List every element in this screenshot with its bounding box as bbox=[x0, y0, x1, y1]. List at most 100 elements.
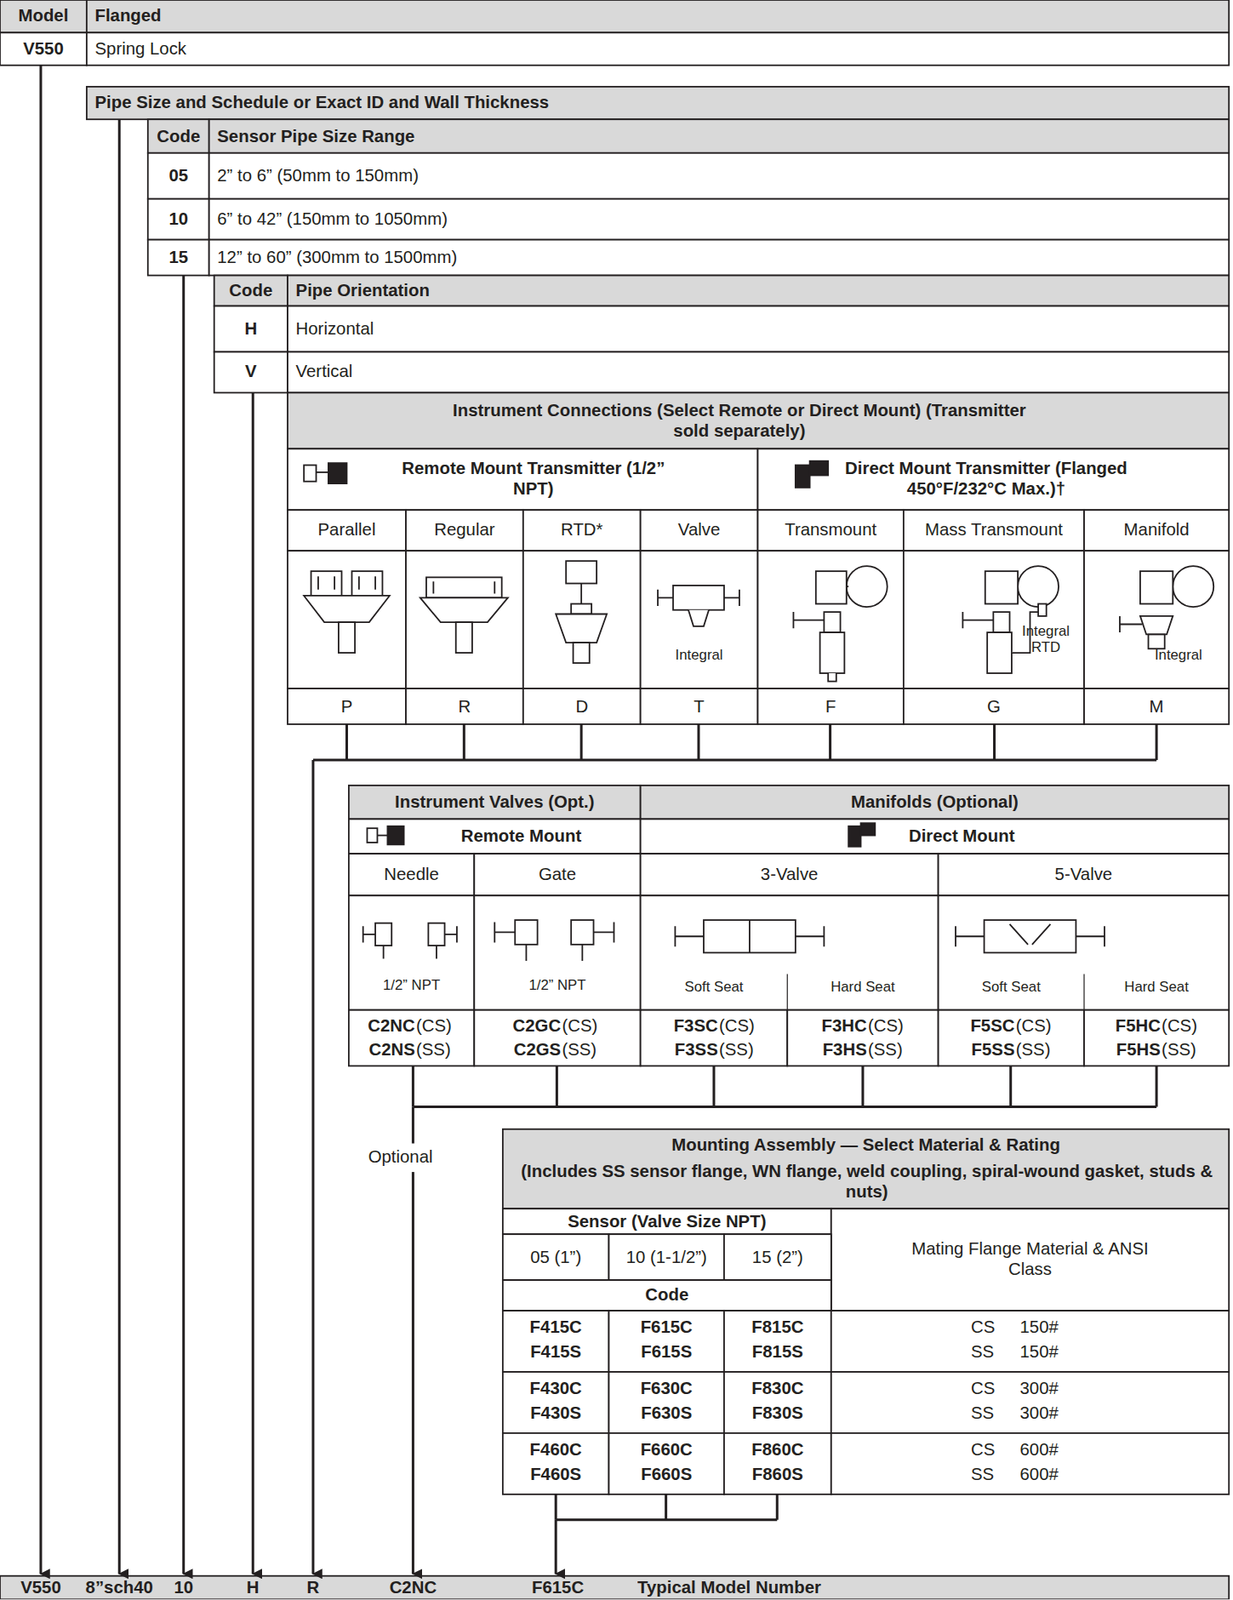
table-cell bbox=[640, 1010, 788, 1067]
instrument-icon bbox=[962, 611, 994, 628]
table-text: Optional bbox=[361, 1143, 439, 1173]
table-text: F3HS bbox=[803, 1038, 867, 1062]
table-text: H bbox=[214, 306, 288, 353]
table-text: 12” to 60” (300mm to 1500mm) bbox=[209, 239, 1230, 276]
table-text: 3-Valve bbox=[640, 853, 939, 896]
instrument-icon bbox=[433, 581, 495, 594]
table-text: (SS) bbox=[1161, 1038, 1209, 1062]
table-text: Pipe Orientation bbox=[287, 275, 1229, 307]
table-text: C2NC bbox=[366, 1575, 459, 1600]
table-text: (CS) bbox=[561, 1013, 609, 1038]
table-text: Remote Mount bbox=[407, 820, 634, 853]
table-text: Spring Lock bbox=[86, 32, 1229, 65]
table-text: CS bbox=[970, 1315, 1017, 1340]
table-text: 2” to 6” (50mm to 150mm) bbox=[209, 153, 1230, 200]
table-cell bbox=[831, 1310, 1229, 1372]
table-cell bbox=[724, 1432, 832, 1495]
table-cell bbox=[502, 1129, 1229, 1209]
table-cell bbox=[757, 550, 903, 689]
instrument-icon bbox=[795, 465, 811, 488]
instrument-icon bbox=[363, 925, 376, 942]
table-text: Vertical bbox=[287, 351, 1229, 393]
table-cell bbox=[757, 448, 1229, 510]
table-text: F630S bbox=[609, 1401, 725, 1426]
instrument-icon bbox=[987, 632, 1012, 674]
table-text: Direct Mount Transmitter (Flanged 450°F/… bbox=[838, 450, 1135, 510]
table-cell bbox=[724, 1233, 832, 1280]
table-cell bbox=[502, 1208, 832, 1234]
table-cell bbox=[787, 1010, 938, 1067]
instrument-icon bbox=[1148, 633, 1165, 649]
table-cell bbox=[640, 895, 939, 1010]
table-text: Horizontal bbox=[287, 306, 1229, 353]
table-cell bbox=[831, 1371, 1229, 1433]
table-text: 10 (1-1/2”) bbox=[609, 1233, 725, 1280]
table-cell bbox=[903, 509, 1085, 551]
instrument-icon bbox=[570, 604, 592, 615]
table-text: (CS) bbox=[1016, 1013, 1063, 1038]
table-text: Soft Seat bbox=[938, 974, 1085, 999]
table-cell bbox=[757, 688, 903, 725]
table-text: C2NS bbox=[351, 1038, 415, 1062]
table-text: (CS) bbox=[1161, 1013, 1209, 1038]
table-cell bbox=[1084, 1010, 1229, 1067]
tree-line bbox=[555, 1494, 777, 1520]
table-text: F3SC bbox=[654, 1013, 718, 1038]
table-text: Model bbox=[0, 0, 87, 33]
instrument-icon bbox=[351, 570, 383, 596]
instrument-icon bbox=[846, 565, 888, 607]
table-text: Mounting Assembly — Select Material & Ra… bbox=[502, 1131, 1229, 1159]
table-cell bbox=[148, 239, 210, 276]
table-cell bbox=[214, 306, 288, 353]
table-cell bbox=[502, 1432, 610, 1495]
instrument-icon bbox=[573, 642, 590, 663]
table-text: Mass Transmount bbox=[903, 509, 1085, 551]
instrument-icon bbox=[955, 924, 1105, 947]
table-cell bbox=[502, 1279, 832, 1311]
table-text: (SS) bbox=[719, 1038, 766, 1062]
table-text: 15 bbox=[148, 239, 210, 276]
table-cell bbox=[0, 32, 87, 65]
table-text: F430S bbox=[502, 1401, 610, 1426]
table-text: Remote Mount Transmitter (1/2” NPT) bbox=[395, 450, 672, 510]
tree-line bbox=[411, 1106, 415, 1574]
instrument-icon bbox=[820, 632, 845, 674]
instrument-icon bbox=[456, 622, 473, 653]
tree-line bbox=[412, 1065, 1157, 1107]
instrument-icon bbox=[316, 471, 329, 474]
table-text: P bbox=[287, 688, 406, 725]
table-cell bbox=[348, 1010, 474, 1067]
table-text: F3HC bbox=[803, 1013, 867, 1038]
table-text: F615C bbox=[512, 1575, 605, 1600]
instrument-icon bbox=[657, 589, 740, 627]
table-cell bbox=[609, 1310, 725, 1372]
table-text: Soft Seat bbox=[640, 974, 788, 999]
table-text: F815S bbox=[724, 1340, 832, 1365]
table-cell bbox=[148, 199, 210, 240]
table-text: SS bbox=[970, 1340, 1017, 1365]
table-text: 1/2” NPT bbox=[348, 971, 474, 997]
instrument-icon bbox=[303, 595, 390, 623]
table-text: Mating Flange Material & ANSI Class bbox=[897, 1209, 1164, 1309]
table-cell bbox=[287, 275, 1229, 307]
table-cell bbox=[502, 1371, 610, 1433]
table-text: F815C bbox=[724, 1315, 832, 1340]
instrument-icon bbox=[514, 919, 537, 945]
instrument-icon bbox=[580, 583, 583, 605]
instrument-icon bbox=[426, 576, 503, 598]
table-cell bbox=[287, 392, 1229, 449]
instrument-icon bbox=[375, 923, 392, 946]
table-cell bbox=[287, 509, 406, 551]
tree-line bbox=[39, 65, 42, 1575]
table-text: C2GS bbox=[497, 1038, 561, 1062]
table-cell bbox=[473, 895, 640, 1010]
table-text: 5-Valve bbox=[938, 853, 1230, 896]
instrument-icon bbox=[816, 570, 847, 604]
table-cell bbox=[214, 275, 288, 307]
table-cell bbox=[1084, 688, 1229, 725]
table-cell bbox=[831, 1432, 1229, 1495]
table-cell bbox=[287, 550, 406, 689]
instrument-icon bbox=[993, 611, 1010, 633]
table-text: 150# bbox=[1020, 1315, 1092, 1340]
